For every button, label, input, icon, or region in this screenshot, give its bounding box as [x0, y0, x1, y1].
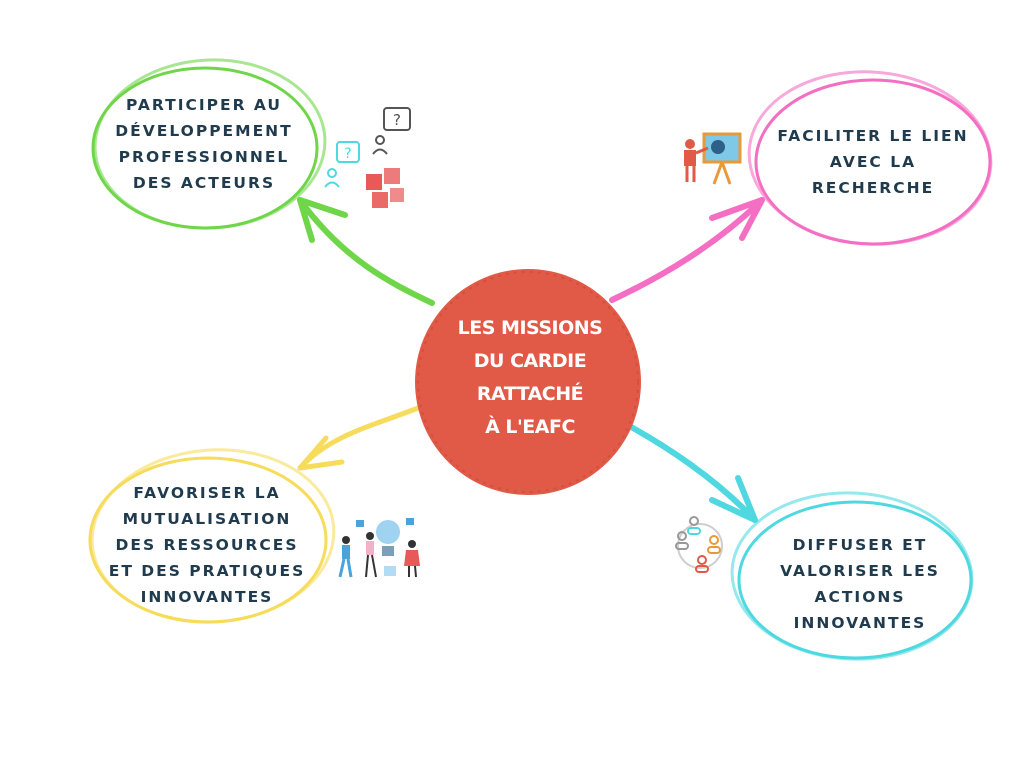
svg-text:?: ?: [344, 146, 351, 162]
center-title: LES MISSIONS DU CARDIE RATTACHÉ À L'EAFC: [430, 312, 630, 444]
network-people-icon: [675, 516, 723, 573]
node-label-top-right: FACILITER LE LIEN AVEC LA RECHERCHE: [768, 123, 978, 201]
node-label-line: VALORISER LES: [780, 562, 940, 580]
center-node: [415, 269, 641, 495]
node-label-line: INNOVANTES: [793, 614, 927, 632]
node-label-line: PARTICIPER AU: [125, 96, 283, 114]
center-title-line: À L'EAFC: [485, 416, 575, 438]
node-label-bottom-left: FAVORISER LA MUTUALISATION DES RESSOURCE…: [100, 480, 314, 610]
center-title-line: LES MISSIONS: [457, 317, 603, 339]
presenter-board-icon: [684, 132, 742, 185]
connector-bottom-left: [297, 405, 421, 471]
node-label-line: DES RESSOURCES: [115, 536, 299, 554]
node-label-line: FAVORISER LA: [133, 484, 281, 502]
node-label-line: MUTUALISATION: [122, 510, 292, 528]
node-label-line: AVEC LA: [829, 153, 917, 171]
node-label-line: DIFFUSER ET: [792, 536, 928, 554]
node-label-top-left: PARTICIPER AU DÉVELOPPEMENT PROFESSIONNE…: [104, 92, 304, 196]
node-label-line: ET DES PRATIQUES: [108, 562, 306, 580]
center-title-line: DU CARDIE: [473, 350, 587, 372]
team-idea-lightbulb-icon: [338, 518, 420, 578]
node-label-line: INNOVANTES: [140, 588, 274, 606]
people-question-puzzle-icon: ? ?: [324, 107, 411, 208]
node-label-bottom-right: DIFFUSER ET VALORISER LES ACTIONS INNOVA…: [760, 532, 960, 636]
node-label-line: FACILITER LE LIEN: [777, 127, 969, 145]
connector-top-left: [297, 197, 435, 306]
center-title-line: RATTACHÉ: [476, 383, 584, 405]
node-label-line: DES ACTEURS: [132, 174, 276, 192]
node-outline-top-right: [747, 70, 993, 246]
node-outline-bottom-right: [730, 491, 974, 661]
node-outline-bottom-left: [88, 448, 336, 624]
node-label-line: PROFESSIONNEL: [118, 148, 290, 166]
node-label-line: ACTIONS: [814, 588, 906, 606]
svg-text:?: ?: [393, 111, 401, 129]
node-label-line: DÉVELOPPEMENT: [115, 122, 293, 140]
node-label-line: RECHERCHE: [811, 179, 935, 197]
connector-top-right: [609, 197, 765, 303]
connector-bottom-right: [619, 419, 758, 523]
node-outline-top-left: [91, 58, 327, 230]
